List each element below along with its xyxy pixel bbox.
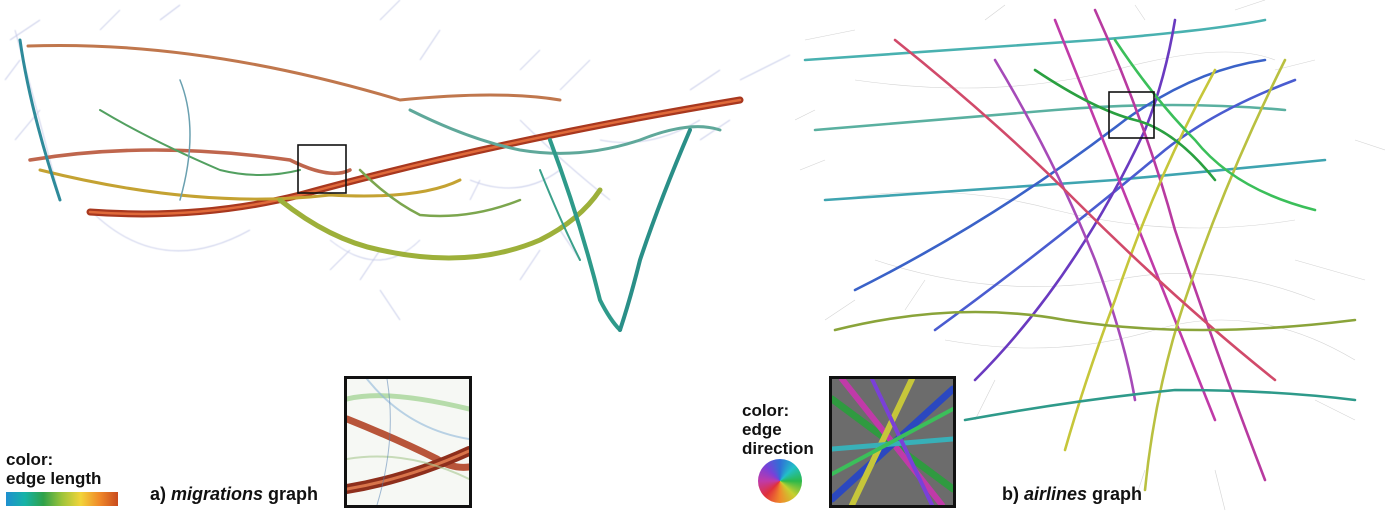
migrations-caption-name: migrations [171,484,263,504]
edge-length-color-scale [6,492,118,506]
edge-direction-legend-title: color: edge direction [742,401,814,458]
edge-direction-legend-line3: direction [742,439,814,458]
airlines-caption-prefix: b) [1002,484,1024,504]
airlines-zoom-inset [829,376,956,508]
edge-length-legend-title: color: edge length [6,450,101,488]
edge-direction-legend-line1: color: [742,401,814,420]
airlines-caption-suffix: graph [1087,484,1142,504]
edge-direction-color-wheel [758,459,802,503]
migrations-zoom-inset [344,376,472,508]
migrations-caption-suffix: graph [263,484,318,504]
edge-direction-legend-line2: edge [742,420,814,439]
migrations-bundled-graph [0,0,800,360]
airlines-caption: b) airlines graph [1002,484,1142,505]
migrations-caption-prefix: a) [150,484,171,504]
airlines-caption-name: airlines [1024,484,1087,504]
edge-length-legend-line2: edge length [6,469,101,488]
edge-length-legend-line1: color: [6,450,101,469]
migrations-caption: a) migrations graph [150,484,318,505]
